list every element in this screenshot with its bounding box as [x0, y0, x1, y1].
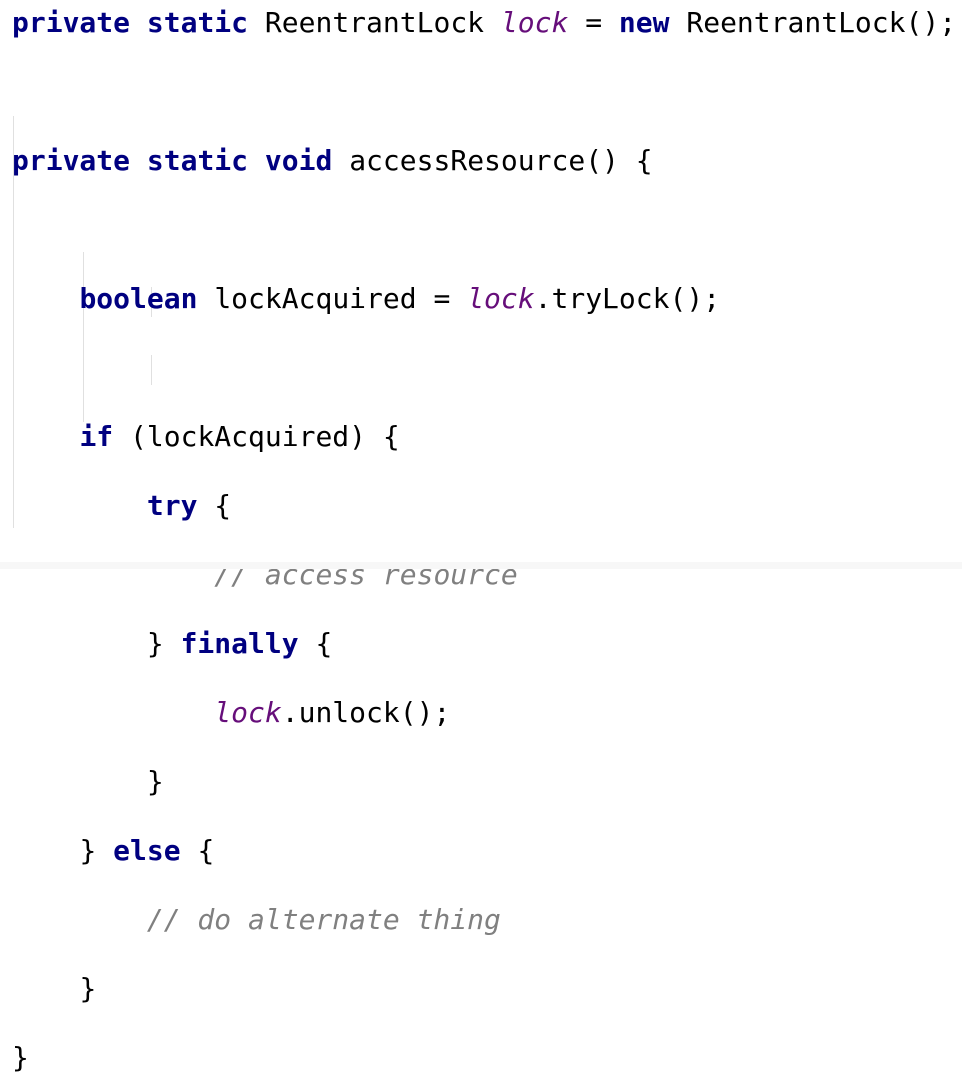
constructor-call: ReentrantLock();: [686, 6, 957, 39]
code-line-15: }: [12, 972, 956, 1007]
keyword-new: new: [618, 6, 670, 39]
close-brace: }: [79, 972, 97, 1005]
editor-bottom-edge: [0, 562, 962, 569]
code-text[interactable]: private static ReentrantLock lock = new …: [12, 6, 956, 1076]
keyword-static: static: [146, 6, 249, 39]
if-condition: (lockAcquired) {: [130, 420, 400, 453]
indent-guide-if-block: [83, 252, 84, 422]
keyword-void: void: [264, 144, 333, 177]
field-lock: lock: [214, 696, 282, 729]
indent-guide-method: [13, 116, 14, 528]
type-reentrantlock: ReentrantLock: [264, 6, 485, 39]
code-line-14: // do alternate thing: [12, 903, 956, 938]
keyword-boolean: boolean: [79, 282, 198, 315]
code-line-8: try {: [12, 489, 956, 524]
code-line-13: } else {: [12, 834, 956, 869]
code-line-4: [12, 213, 956, 248]
code-line-12: }: [12, 765, 956, 800]
operator-assign: =: [585, 6, 603, 39]
close-brace: }: [12, 1041, 29, 1074]
code-line-10: } finally {: [12, 627, 956, 662]
keyword-else: else: [113, 834, 181, 867]
comment-do-alternate-thing: // do alternate thing: [146, 903, 501, 936]
field-lock: lock: [500, 6, 569, 39]
indent-guide-try-block: [151, 287, 152, 317]
keyword-private: private: [12, 144, 131, 177]
keyword-static: static: [146, 144, 249, 177]
code-line-16: }: [12, 1041, 956, 1076]
close-brace: }: [146, 765, 164, 798]
code-line-6: [12, 351, 956, 386]
field-lock: lock: [467, 282, 535, 315]
code-line-5: boolean lockAcquired = lock.tryLock();: [12, 282, 956, 317]
keyword-private: private: [12, 6, 131, 39]
code-line-7: if (lockAcquired) {: [12, 420, 956, 455]
open-brace: {: [315, 627, 333, 660]
indent-guide-finally-block: [151, 355, 152, 385]
unlock-call: .unlock();: [281, 696, 451, 729]
code-line-1: private static ReentrantLock lock = new …: [12, 6, 956, 41]
code-line-3: private static void accessResource() {: [12, 144, 956, 179]
method-declaration: accessResource() {: [349, 144, 653, 177]
variable-lockacquired: lockAcquired: [214, 282, 417, 315]
open-brace: {: [197, 834, 215, 867]
keyword-try: try: [146, 489, 198, 522]
code-line-2: [12, 75, 956, 110]
operator-assign: =: [433, 282, 451, 315]
close-brace: }: [146, 627, 164, 660]
trylock-call: .tryLock();: [534, 282, 721, 315]
close-brace: }: [79, 834, 97, 867]
keyword-if: if: [79, 420, 114, 453]
keyword-finally: finally: [180, 627, 299, 660]
open-brace: {: [214, 489, 232, 522]
code-line-11: lock.unlock();: [12, 696, 956, 731]
